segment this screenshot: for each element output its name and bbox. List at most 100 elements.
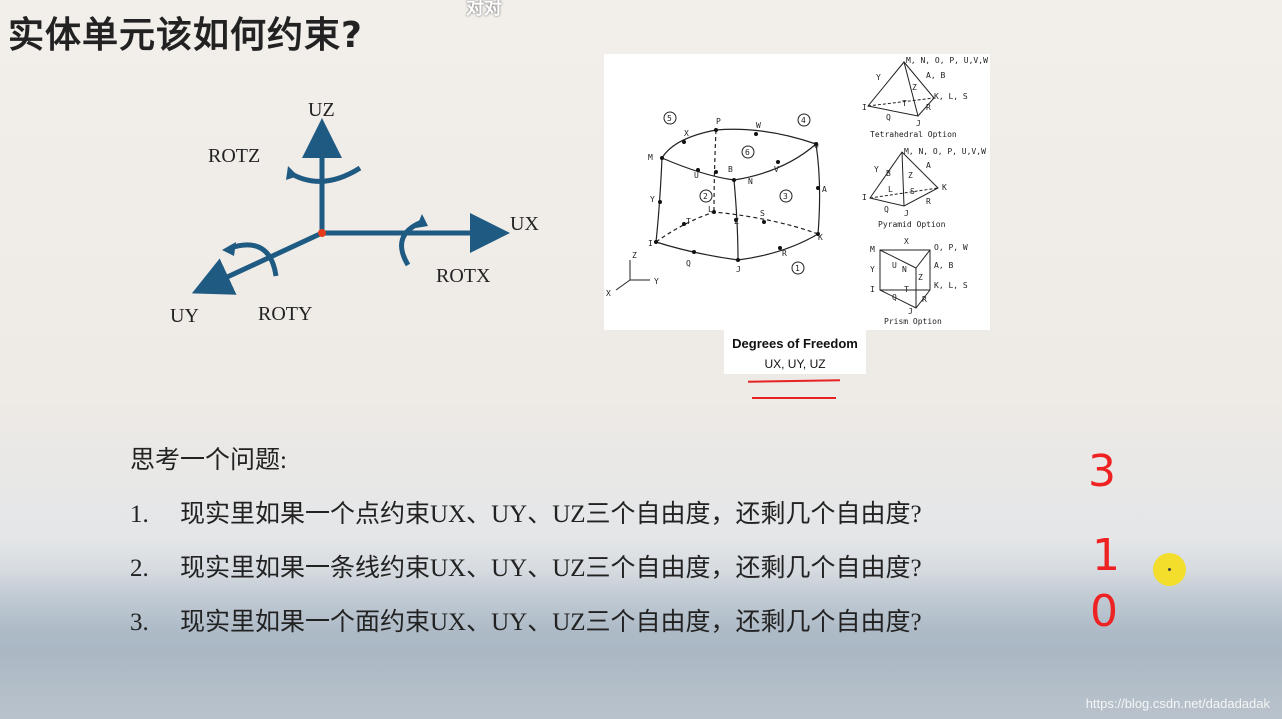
svg-text:Z: Z [632, 251, 637, 260]
rotz-label: ROTZ [208, 145, 260, 167]
svg-text:Y: Y [650, 195, 655, 204]
question-item-1: 1.现实里如果一个点约束UX、UY、UZ三个自由度，还剩几个自由度? [130, 501, 922, 528]
svg-text:T: T [904, 285, 909, 294]
pyramid-element [869, 151, 939, 207]
svg-text:N: N [902, 265, 907, 274]
svg-text:O, P, W: O, P, W [934, 243, 968, 252]
sea-background [0, 569, 1282, 719]
uy-label: UY [170, 305, 199, 327]
dof-value: UX, UY, UZ [764, 357, 826, 371]
svg-text:W: W [756, 121, 761, 130]
svg-text:M, N, O, P, U,V,W , X: M, N, O, P, U,V,W , X [904, 147, 990, 156]
svg-text:Y: Y [876, 73, 881, 82]
svg-text:T: T [902, 99, 907, 108]
brick-element [655, 128, 821, 261]
question-item-2: 2.现实里如果一条线约束UX、UY、UZ三个自由度，还剩几个自由度? [130, 555, 922, 582]
svg-text:O: O [814, 141, 819, 150]
question-item-3: 3.现实里如果一个面约束UX、UY、UZ三个自由度，还剩几个自由度? [130, 609, 922, 636]
dof-heading: Degrees of Freedom [732, 336, 858, 351]
svg-text:2: 2 [703, 192, 708, 201]
svg-text:K: K [942, 183, 947, 192]
svg-text:Y: Y [654, 277, 659, 286]
svg-text:U: U [694, 171, 699, 180]
svg-text:Z: Z [734, 217, 739, 226]
svg-text:Z: Z [912, 83, 917, 92]
svg-text:Q: Q [884, 205, 889, 214]
svg-text:6: 6 [745, 148, 750, 157]
svg-text:Q: Q [886, 113, 891, 122]
rotx-arrow [399, 219, 424, 267]
svg-text:Y: Y [870, 265, 875, 274]
svg-text:A, B: A, B [926, 71, 945, 80]
top-mark-text: 对对 [466, 0, 502, 19]
svg-text:M: M [648, 153, 653, 162]
ux-label: UX [510, 213, 539, 235]
axes-diagram: UZ UX UY ROTZ ROTX ROTY [170, 99, 539, 327]
svg-text:I: I [648, 239, 653, 248]
svg-text:I: I [862, 193, 867, 202]
origin-dot [318, 229, 326, 237]
circled-numbers [663, 111, 811, 275]
svg-text:5: 5 [667, 114, 672, 123]
question-prompt: 思考一个问题: [130, 447, 287, 474]
svg-text:Y: Y [874, 165, 879, 174]
svg-text:X: X [904, 237, 909, 246]
svg-text:M: M [870, 245, 875, 254]
svg-text:Q: Q [892, 293, 897, 302]
answer-2: 1 [1092, 530, 1120, 581]
svg-text:3: 3 [783, 192, 788, 201]
svg-text:1: 1 [795, 264, 800, 273]
svg-text:A: A [926, 161, 931, 170]
svg-text:I: I [870, 285, 875, 294]
prism-element [879, 249, 931, 309]
answer-1: 3 [1088, 446, 1116, 497]
svg-text:B: B [886, 169, 891, 178]
tet-caption: Tetrahedral Option [870, 130, 957, 139]
uy-axis [191, 230, 324, 295]
svg-text:L: L [888, 185, 893, 194]
rotz-arrow [288, 165, 362, 184]
svg-text:X: X [684, 129, 689, 138]
red-underline-2 [752, 397, 836, 399]
svg-text:R: R [782, 249, 787, 258]
svg-text:I: I [862, 103, 867, 112]
svg-text:N: N [748, 177, 753, 186]
svg-text:V: V [774, 165, 779, 174]
rotx-label: ROTX [436, 265, 491, 287]
roty-arrow [229, 242, 279, 277]
tetrahedral-element [867, 60, 935, 117]
answer-3: 0 [1090, 586, 1118, 637]
svg-text:J: J [908, 307, 913, 316]
svg-text:A, B: A, B [934, 261, 953, 270]
svg-text:R: R [926, 197, 931, 206]
uz-label: UZ [308, 99, 335, 121]
watermark: https://blog.csdn.net/dadadadak [1085, 696, 1270, 711]
svg-text:Z: Z [918, 273, 923, 282]
svg-text:J: J [736, 265, 741, 274]
svg-text:A: A [822, 185, 827, 194]
svg-text:K: K [818, 233, 823, 242]
prism-caption: Prism Option [884, 317, 942, 326]
svg-text:X: X [606, 289, 611, 298]
pyramid-caption: Pyramid Option [878, 220, 946, 229]
svg-text:J: J [916, 119, 921, 128]
svg-text:Q: Q [686, 259, 691, 268]
svg-text:T: T [686, 217, 691, 226]
svg-text:B: B [728, 165, 733, 174]
svg-text:L: L [708, 205, 713, 214]
svg-text:S: S [910, 187, 915, 196]
svg-text:U: U [892, 261, 897, 270]
cursor-highlight [1153, 553, 1186, 586]
svg-text:P: P [716, 117, 721, 126]
svg-text:M, N, O, P, U,V,W , X: M, N, O, P, U,V,W , X [906, 56, 990, 65]
svg-text:4: 4 [801, 116, 806, 125]
svg-text:K, L, S: K, L, S [934, 281, 968, 290]
red-underline-1 [747, 379, 841, 383]
svg-text:Z: Z [908, 171, 913, 180]
coord-axes [615, 260, 650, 291]
slide-title: 实体单元该如何约束? [8, 15, 363, 56]
svg-text:J: J [904, 209, 909, 218]
degrees-of-freedom-box: Degrees of Freedom UX, UY, UZ [724, 330, 866, 374]
